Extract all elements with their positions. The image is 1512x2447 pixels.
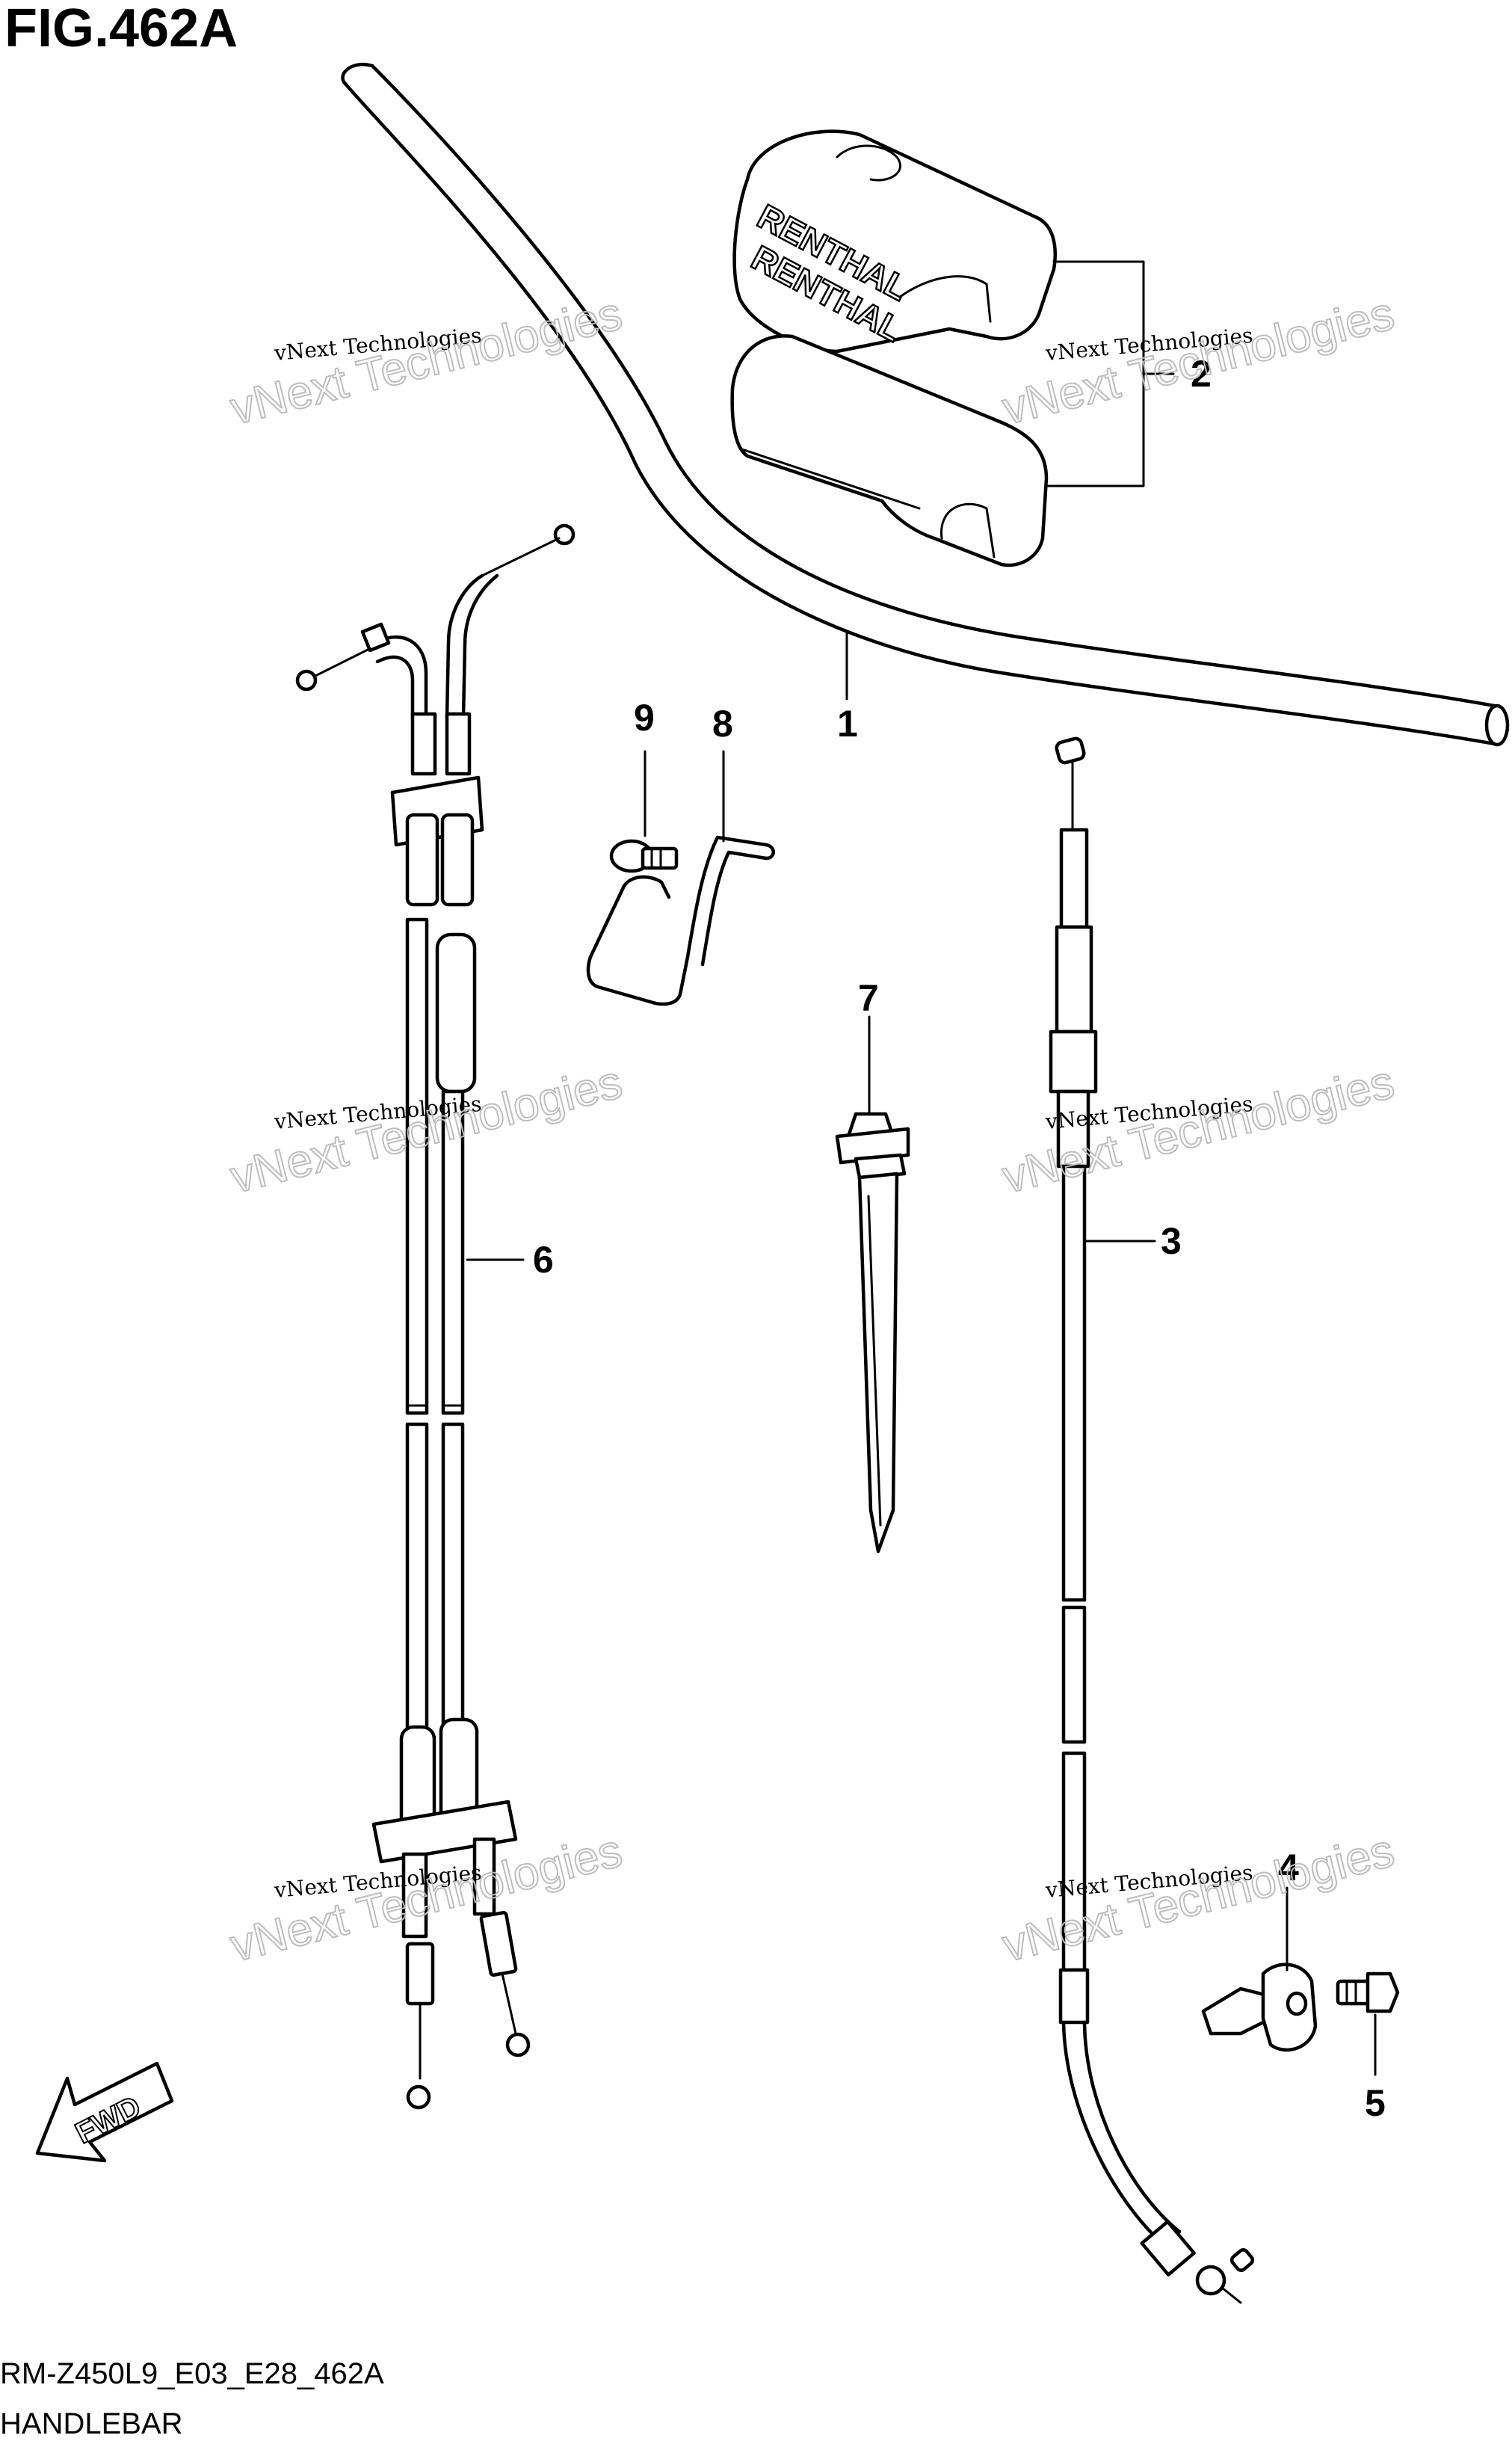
clutch-cable-3[interactable]: [1049, 736, 1255, 2304]
throttle-cable-assy[interactable]: [295, 523, 576, 2110]
cable-tie-7[interactable]: [835, 1112, 910, 1554]
handlebar-pad-cover[interactable]: RENTHAL RENTHAL: [732, 129, 1057, 354]
fwd-arrow: FWD: [35, 2061, 174, 2163]
callout-2: 2: [1191, 353, 1212, 395]
screw-9[interactable]: [609, 839, 679, 873]
callout-3: 3: [1161, 1220, 1182, 1262]
figure-title: FIG.462A: [4, 0, 238, 58]
callout-1: 1: [837, 703, 858, 745]
figure-code: RM-Z450L9_E03_E28_462A: [0, 2357, 384, 2390]
callout-6: 6: [533, 1239, 554, 1281]
watermark-1: vNext Technologies vNext Technologies: [225, 287, 628, 436]
clamp-4[interactable]: [1201, 1963, 1318, 2052]
handlebar[interactable]: [341, 63, 1510, 747]
bolt-5[interactable]: [1336, 1972, 1400, 2013]
callout-8: 8: [712, 703, 733, 745]
watermark-6: vNext Technologies vNext Technologies: [997, 1824, 1400, 1973]
watermark-2: vNext Technologies vNext Technologies: [997, 287, 1400, 436]
figure-name: HANDLEBAR: [0, 2407, 183, 2440]
callout-7: 7: [858, 977, 879, 1019]
callout-5: 5: [1365, 2082, 1386, 2124]
callout-4: 4: [1278, 1847, 1299, 1889]
callout-9: 9: [634, 697, 655, 739]
handlebar-pad-foam[interactable]: [730, 334, 1049, 567]
cable-guide-8[interactable]: [586, 835, 775, 1006]
